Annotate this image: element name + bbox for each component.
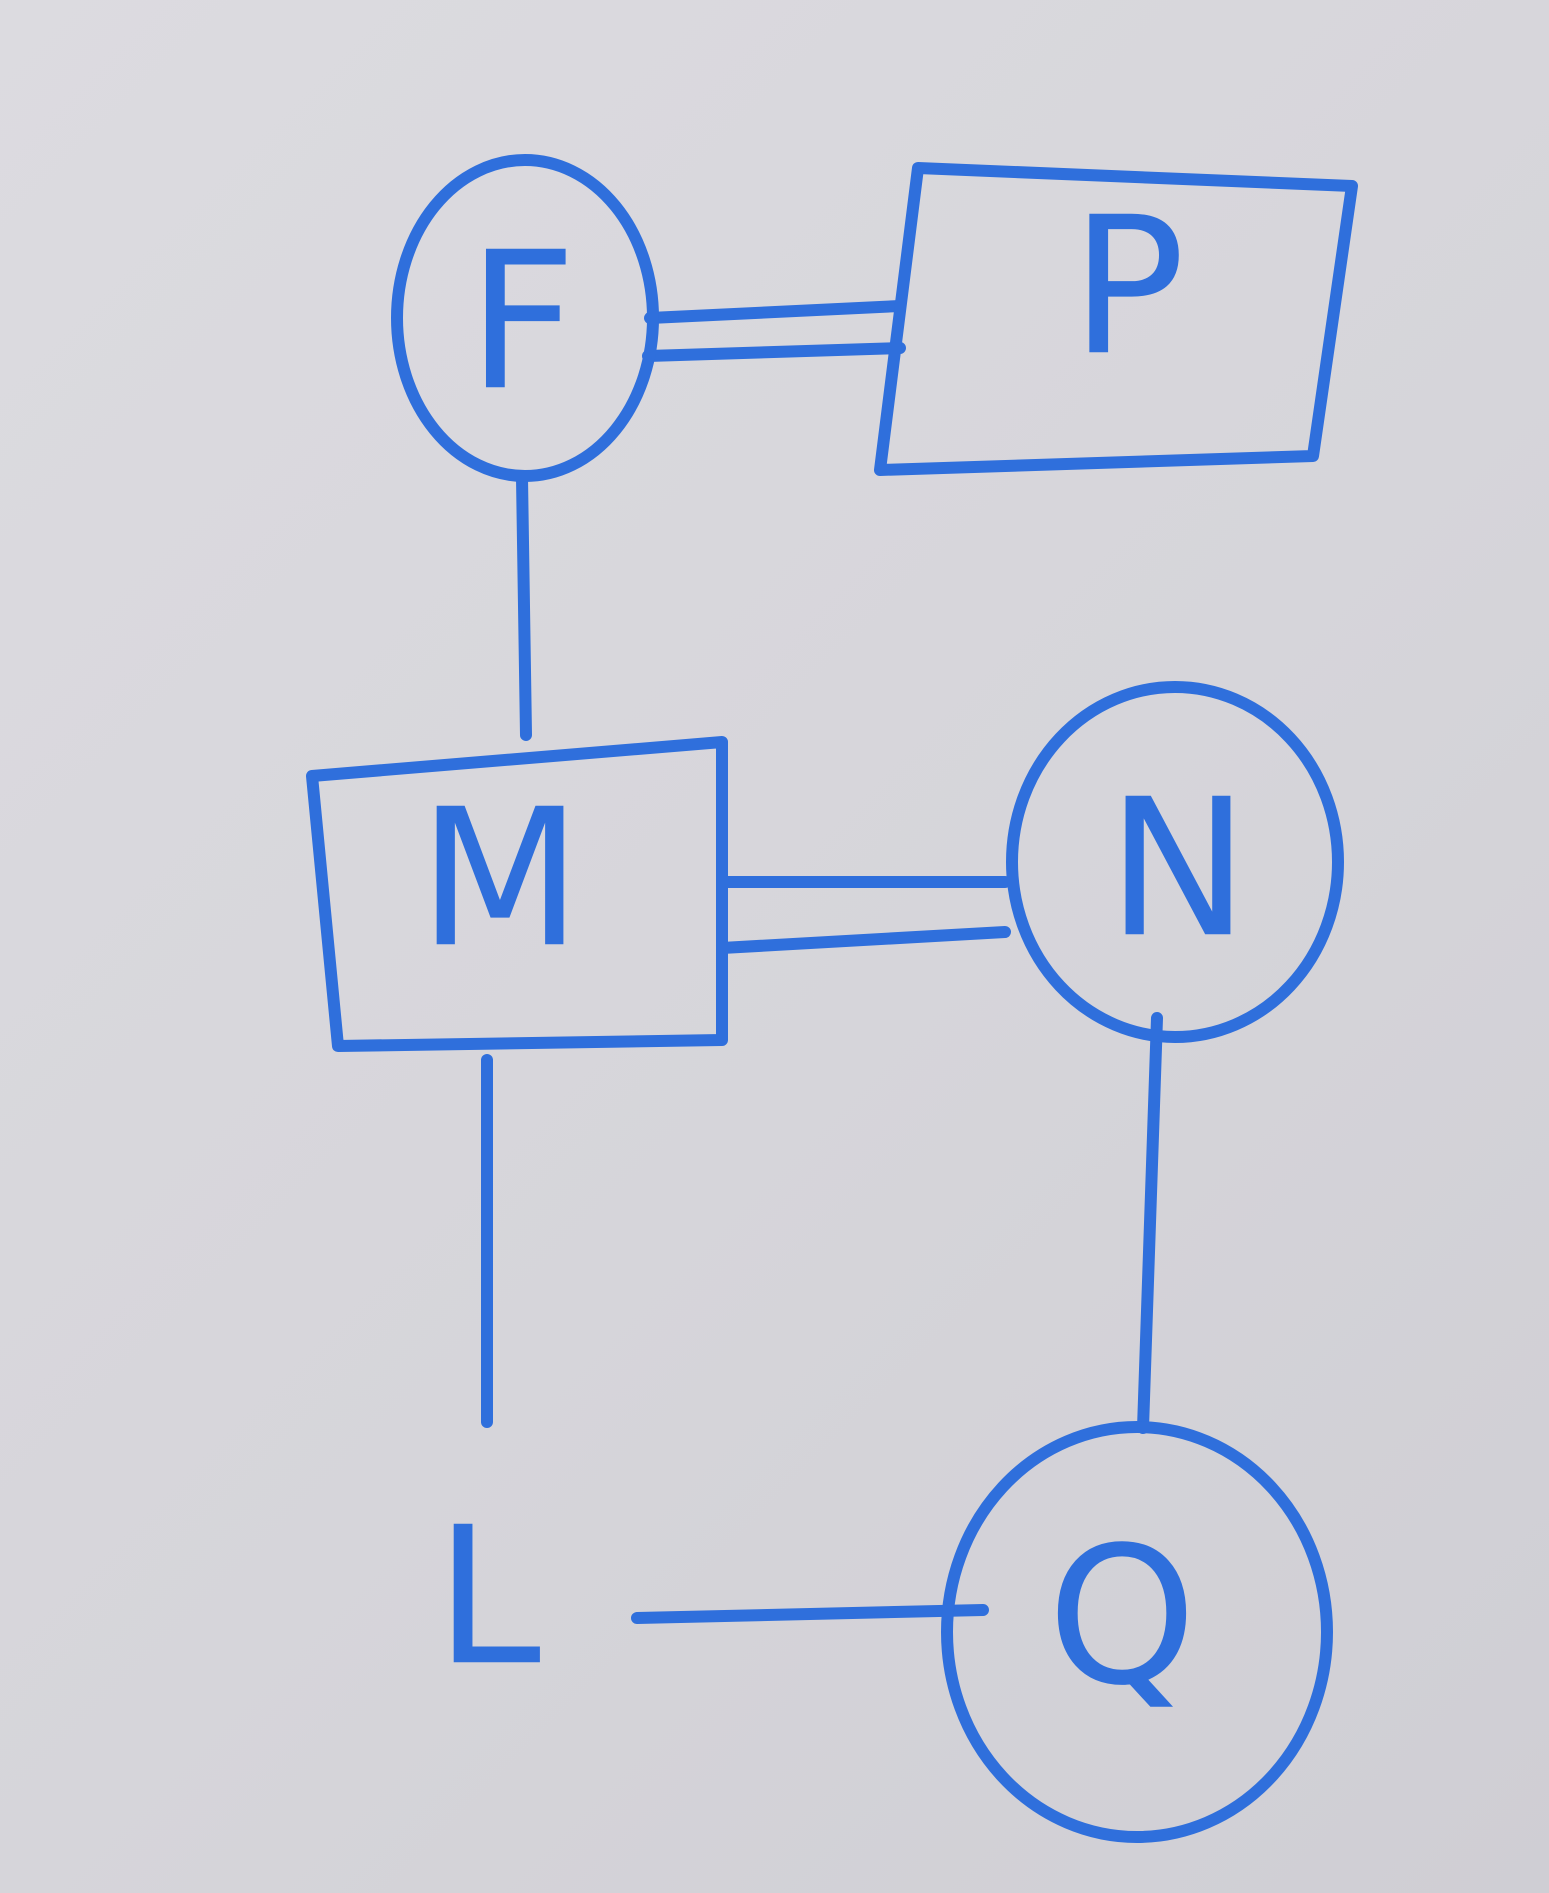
edge-l-q	[631, 1604, 989, 1624]
node-n: N	[1006, 681, 1344, 1043]
node-l: L	[435, 1486, 541, 1707]
edge-f-p	[642, 300, 906, 362]
node-q-label: Q	[1047, 1506, 1197, 1727]
node-m-label: M	[418, 768, 582, 989]
node-m: M	[306, 736, 728, 1052]
node-p: P	[874, 162, 1358, 476]
node-q-circle	[941, 1421, 1333, 1843]
node-m-box	[306, 736, 728, 1052]
node-f: F	[391, 154, 659, 482]
node-f-circle	[391, 154, 659, 482]
node-q: Q	[941, 1421, 1333, 1843]
node-f-label: F	[467, 211, 576, 432]
node-p-label: P	[1071, 176, 1186, 397]
edge-m-n-line-2	[716, 926, 1011, 954]
nodes-group: F P M N Q L	[306, 154, 1358, 1843]
node-n-circle	[1006, 681, 1344, 1043]
edge-n-q	[1137, 1012, 1163, 1434]
node-l-label: L	[435, 1486, 541, 1707]
node-n-label: N	[1107, 758, 1249, 979]
edge-f-p-line-2	[642, 342, 906, 362]
edge-f-p-line-1	[644, 300, 906, 324]
edge-f-m	[516, 472, 532, 741]
edge-m-n	[716, 876, 1011, 954]
node-p-box	[874, 162, 1358, 476]
edges-group	[481, 300, 1163, 1624]
